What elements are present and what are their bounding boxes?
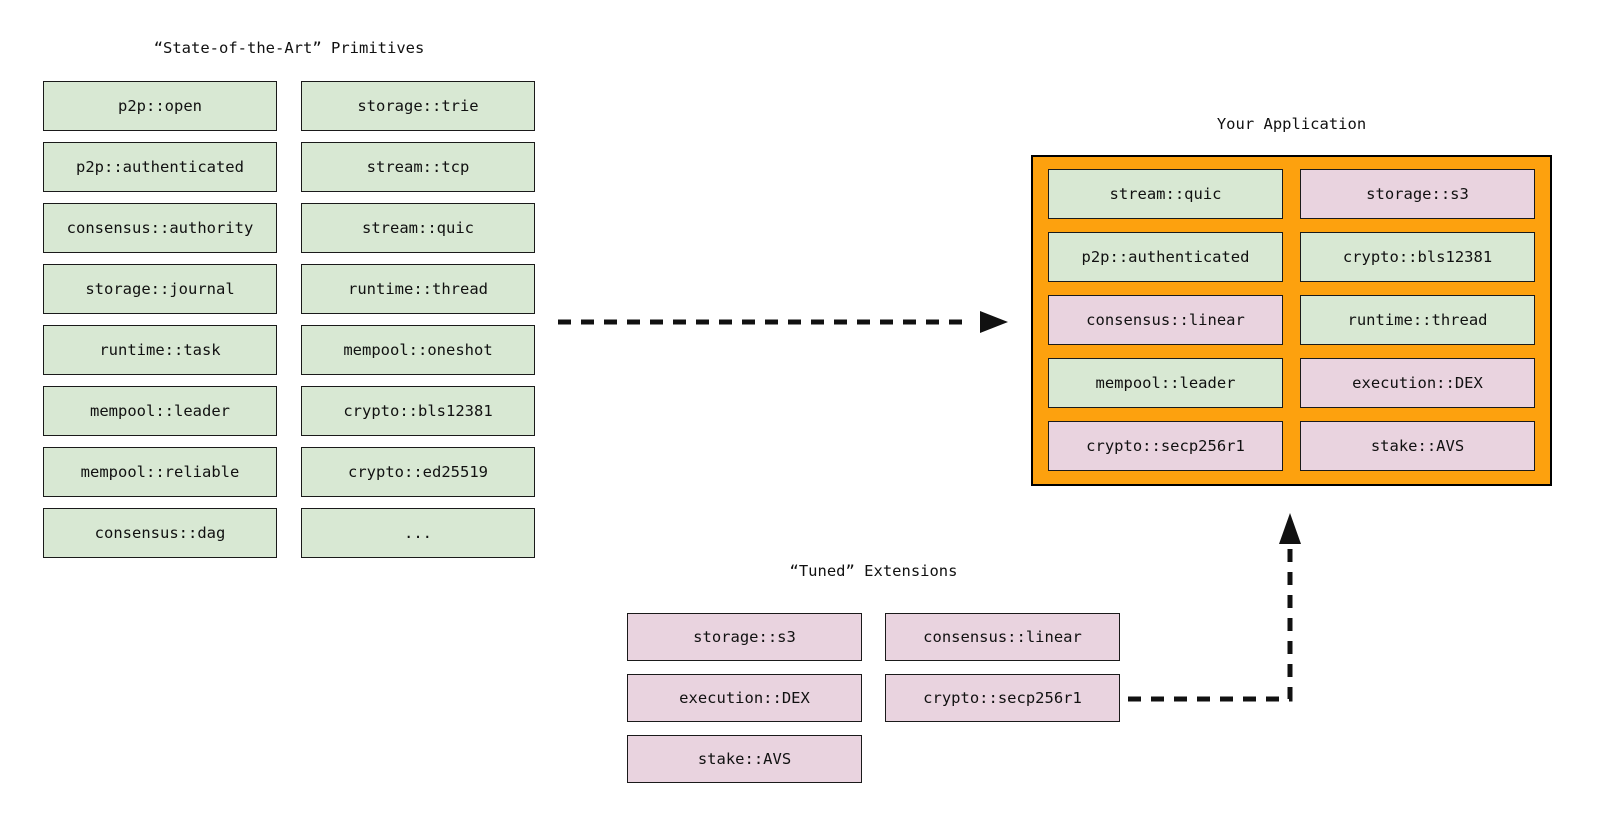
app-module-stake-avs: stake::AVS (1300, 421, 1535, 471)
primitive-consensus-authority: consensus::authority (43, 203, 277, 253)
extensions-panel-title: “Tuned” Extensions (789, 562, 958, 580)
primitive-p2p-authenticated: p2p::authenticated (43, 142, 277, 192)
extensions-column-1: storage::s3 execution::DEX stake::AVS (627, 613, 862, 783)
app-module-runtime-thread: runtime::thread (1300, 295, 1535, 345)
primitives-to-application-arrow (558, 311, 1008, 333)
primitives-column-1: p2p::open p2p::authenticated consensus::… (43, 81, 277, 558)
extension-consensus-linear: consensus::linear (885, 613, 1120, 661)
primitive-runtime-thread: runtime::thread (301, 264, 535, 314)
extension-stake-avs: stake::AVS (627, 735, 862, 783)
extension-storage-s3: storage::s3 (627, 613, 862, 661)
primitive-stream-quic: stream::quic (301, 203, 535, 253)
primitive-storage-trie: storage::trie (301, 81, 535, 131)
extensions-column-2: consensus::linear crypto::secp256r1 (885, 613, 1120, 722)
primitives-column-2: storage::trie stream::tcp stream::quic r… (301, 81, 535, 558)
primitive-ellipsis: ... (301, 508, 535, 558)
arrowhead-up-icon (1279, 513, 1301, 544)
primitive-storage-journal: storage::journal (43, 264, 277, 314)
app-module-crypto-bls12381: crypto::bls12381 (1300, 232, 1535, 282)
app-module-consensus-linear: consensus::linear (1048, 295, 1283, 345)
app-module-storage-s3: storage::s3 (1300, 169, 1535, 219)
extensions-to-application-arrow (1128, 513, 1301, 702)
primitive-consensus-dag: consensus::dag (43, 508, 277, 558)
primitive-mempool-reliable: mempool::reliable (43, 447, 277, 497)
extension-crypto-secp256r1: crypto::secp256r1 (885, 674, 1120, 722)
primitives-panel-title: “State-of-the-Art” Primitives (153, 39, 425, 57)
application-container: stream::quic p2p::authenticated consensu… (1031, 155, 1552, 486)
application-column-1: stream::quic p2p::authenticated consensu… (1048, 169, 1283, 472)
primitive-crypto-ed25519: crypto::ed25519 (301, 447, 535, 497)
app-module-mempool-leader: mempool::leader (1048, 358, 1283, 408)
primitive-stream-tcp: stream::tcp (301, 142, 535, 192)
primitive-p2p-open: p2p::open (43, 81, 277, 131)
primitive-mempool-oneshot: mempool::oneshot (301, 325, 535, 375)
arrowhead-right-icon (980, 311, 1008, 333)
app-module-crypto-secp256r1: crypto::secp256r1 (1048, 421, 1283, 471)
application-panel-title: Your Application (1216, 115, 1367, 133)
primitive-crypto-bls12381: crypto::bls12381 (301, 386, 535, 436)
app-module-stream-quic: stream::quic (1048, 169, 1283, 219)
application-column-2: storage::s3 crypto::bls12381 runtime::th… (1300, 169, 1535, 472)
app-module-p2p-authenticated: p2p::authenticated (1048, 232, 1283, 282)
primitive-mempool-leader: mempool::leader (43, 386, 277, 436)
primitive-runtime-task: runtime::task (43, 325, 277, 375)
extension-execution-dex: execution::DEX (627, 674, 862, 722)
app-module-execution-dex: execution::DEX (1300, 358, 1535, 408)
